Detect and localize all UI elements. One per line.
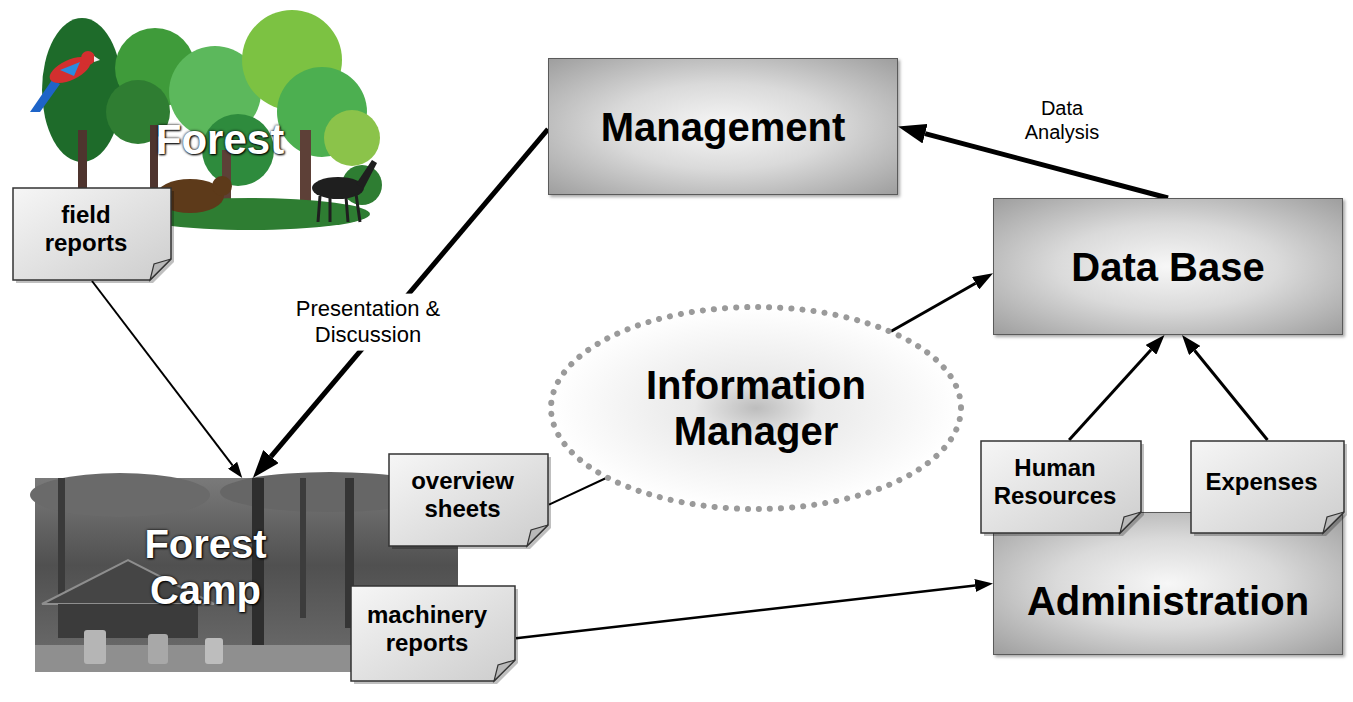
connector-arrow bbox=[1069, 350, 1151, 440]
document-title: Human Resources bbox=[988, 454, 1122, 509]
ellipse-outline bbox=[547, 303, 965, 513]
connector-arrow bbox=[890, 283, 975, 331]
node-content: Expenses bbox=[1190, 440, 1345, 534]
document-title: machinery reports bbox=[358, 601, 496, 656]
photo-tree bbox=[300, 478, 306, 618]
node-content: overview sheets bbox=[388, 453, 549, 547]
photo-barrel bbox=[148, 634, 168, 664]
edge-label: Presentation & Discussion bbox=[289, 294, 447, 351]
parrot-wing bbox=[60, 62, 80, 76]
node-content: Human Resources bbox=[980, 440, 1142, 534]
document-sheet: field reports bbox=[12, 187, 172, 281]
document-sheet: Human Resources bbox=[980, 440, 1142, 534]
document-fold bbox=[527, 525, 548, 546]
photo-barrel bbox=[205, 638, 223, 664]
parrot-beak bbox=[94, 56, 100, 62]
animal-silhouette bbox=[212, 176, 232, 196]
document-body bbox=[981, 441, 1141, 533]
animal-silhouette bbox=[356, 160, 377, 188]
process-box: Data Base bbox=[993, 198, 1343, 335]
parrot-body bbox=[46, 52, 94, 89]
dotted-ellipse bbox=[551, 307, 961, 509]
photo-foliage bbox=[30, 473, 210, 517]
document-body bbox=[389, 454, 548, 546]
connector-arrow bbox=[549, 477, 607, 504]
animal-legs bbox=[318, 194, 360, 222]
document-title: overview sheets bbox=[396, 467, 529, 522]
photo-barrel bbox=[84, 630, 106, 664]
parrot-head bbox=[81, 51, 95, 65]
tree-canopy bbox=[324, 110, 380, 166]
document-fold bbox=[150, 259, 171, 280]
document-title: Expenses bbox=[1205, 468, 1317, 496]
box-title: Data Base bbox=[1071, 244, 1264, 290]
node-content: Management bbox=[549, 59, 897, 194]
connector-arrow bbox=[1195, 351, 1268, 440]
box-title: Administration bbox=[1027, 578, 1309, 624]
document-body bbox=[13, 188, 171, 280]
connector-arrow bbox=[516, 586, 975, 639]
forest-label: Forest bbox=[115, 100, 325, 180]
node-content: Data Base bbox=[994, 199, 1342, 334]
process-box: Management bbox=[548, 58, 898, 195]
document-sheet: machinery reports bbox=[350, 585, 516, 682]
node-content: Information Manager bbox=[547, 303, 965, 513]
forest-title: Forest bbox=[156, 116, 284, 164]
parrot-tail bbox=[30, 80, 60, 112]
document-sheet: overview sheets bbox=[388, 453, 549, 547]
node-content: machinery reports bbox=[350, 585, 516, 682]
document-body bbox=[1191, 441, 1344, 533]
connector-arrow bbox=[271, 129, 548, 456]
document-sheet: Expenses bbox=[1190, 440, 1345, 534]
box-title: Management bbox=[601, 104, 846, 150]
photo-tree bbox=[58, 478, 65, 608]
document-title: field reports bbox=[20, 201, 152, 256]
document-body bbox=[351, 586, 515, 681]
document-fold bbox=[494, 660, 515, 681]
photo-title: Forest Camp bbox=[121, 521, 291, 613]
node-content: Forest bbox=[115, 100, 325, 180]
node-content: field reports bbox=[12, 187, 172, 281]
connector-arrow bbox=[92, 281, 233, 465]
role-ellipse: Information Manager bbox=[547, 303, 965, 513]
ellipse-title: Information Manager bbox=[587, 362, 925, 454]
edge-label: Data Analysis bbox=[1011, 94, 1114, 146]
